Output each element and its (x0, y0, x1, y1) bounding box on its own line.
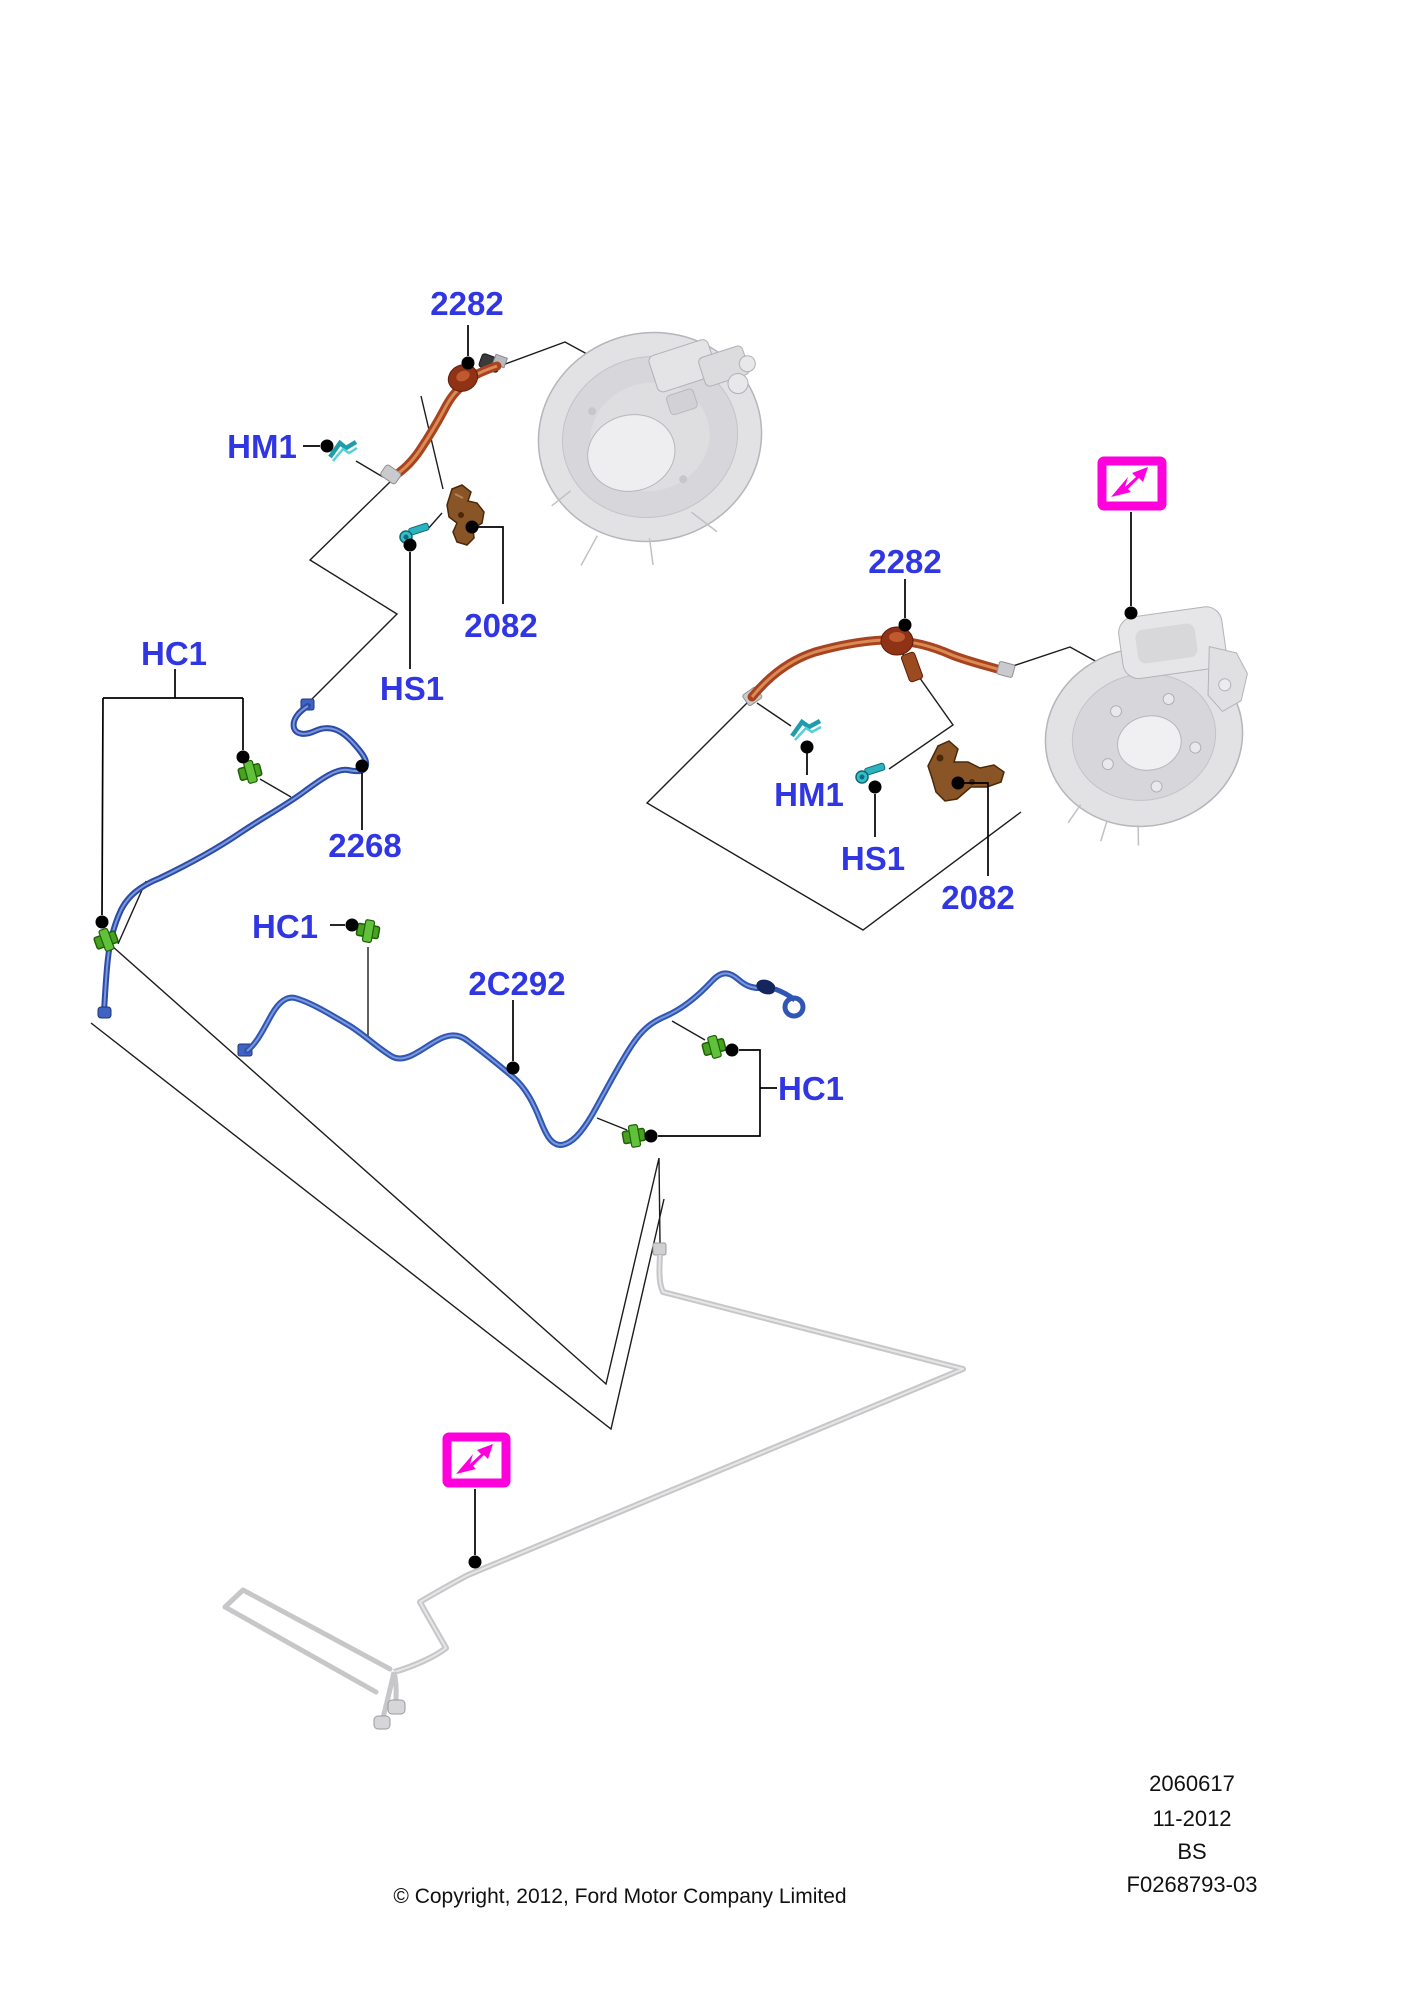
front-right-brake-hose (742, 626, 1016, 707)
doc-date: 11-2012 (1152, 1806, 1231, 1831)
label-2282-left[interactable]: 2282 (430, 285, 503, 322)
label-hc1-left[interactable]: HC1 (141, 635, 207, 672)
arrow-callout-box[interactable] (1097, 456, 1167, 511)
clip-hc1 (93, 927, 119, 952)
arrow-icon (1111, 467, 1148, 497)
label-hc1-right[interactable]: HC1 (778, 1070, 844, 1107)
clip-hc1 (621, 1124, 647, 1148)
middle-brake-pipe (237, 970, 806, 1149)
clip-hm1-left-part (328, 439, 358, 462)
bracket-2082-right (927, 740, 1005, 802)
screw-hs1-right-part (855, 762, 886, 784)
backing-plate-assembly (537, 331, 763, 566)
routing-lines (90, 341, 1147, 1431)
front-left-brake-hose (380, 353, 508, 485)
pipe-connector (373, 1715, 391, 1730)
clip-hc1 (355, 919, 381, 943)
label-hs1-right[interactable]: HS1 (841, 840, 905, 877)
screw-hs1-left-part (399, 522, 430, 544)
label-hc1-mid[interactable]: HC1 (252, 908, 318, 945)
copyright-notice: © Copyright, 2012, Ford Motor Company Li… (393, 1885, 846, 1908)
caliper (1118, 606, 1248, 713)
arrow-icon (456, 1444, 493, 1474)
label-hm1-right[interactable]: HM1 (774, 776, 844, 813)
rear-brake-pipe (222, 1242, 966, 1730)
label-2c292[interactable]: 2C292 (468, 965, 565, 1002)
label-hm1-left[interactable]: HM1 (227, 428, 297, 465)
anchor-dots (95, 356, 1138, 1569)
label-2282-right[interactable]: 2282 (868, 543, 941, 580)
clip-hc1 (237, 759, 263, 784)
pipe-connector (387, 1699, 406, 1715)
label-2268[interactable]: 2268 (328, 827, 401, 864)
label-2082-right[interactable]: 2082 (941, 879, 1014, 916)
arrow-callout-box[interactable] (442, 1432, 511, 1488)
label-hs1-left[interactable]: HS1 (380, 670, 444, 707)
reference-block: 2060617 11-2012 BS F0268793-03 (1127, 1771, 1258, 1897)
figure-number: F0268793-03 (1127, 1872, 1258, 1897)
clip-hc1 (701, 1034, 727, 1059)
front-left-brake-pipe (97, 698, 370, 1019)
leader-lines (101, 325, 1132, 1555)
part-labels: 2282 HM1 2082 HS1 HC1 2268 HC1 2C292 HC1… (141, 285, 1015, 1107)
doc-code: BS (1177, 1839, 1206, 1864)
bracket-2082-left (446, 484, 485, 546)
doc-number: 2060617 (1149, 1771, 1235, 1796)
label-2082-left[interactable]: 2082 (464, 607, 537, 644)
disc-brake-assembly (1044, 606, 1248, 846)
clip-hm1-right-part (790, 718, 822, 741)
